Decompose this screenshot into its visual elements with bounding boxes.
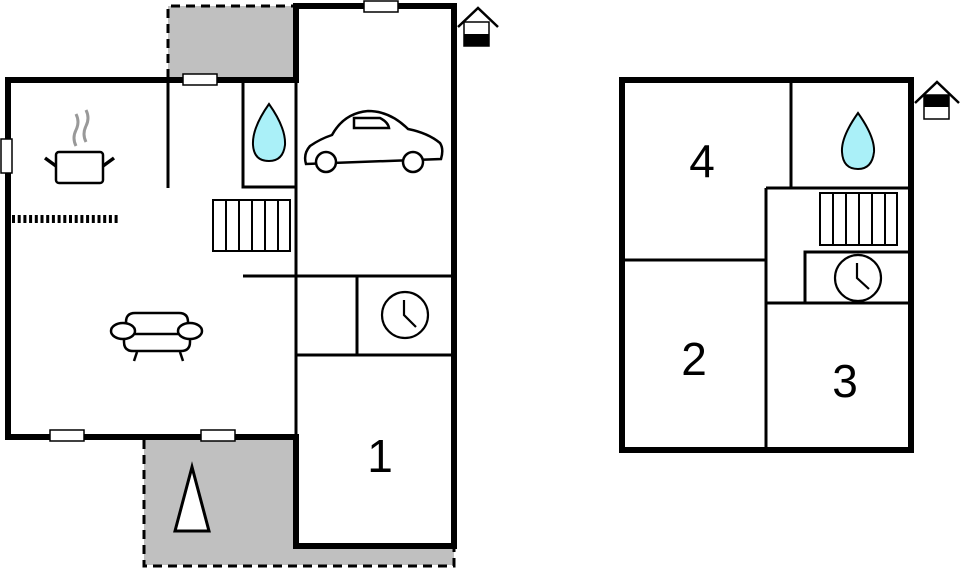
window xyxy=(49,429,85,442)
window xyxy=(363,0,399,13)
window xyxy=(0,138,13,174)
room-label-1: 1 xyxy=(367,430,393,482)
floor-indicator-upper-icon xyxy=(914,80,960,120)
room-label-4: 4 xyxy=(689,135,715,187)
window xyxy=(182,73,218,86)
water-drop-icon xyxy=(251,102,287,163)
clock-icon xyxy=(380,290,430,340)
window xyxy=(200,429,236,442)
ground-floor-plan: 1 xyxy=(0,0,499,568)
room-label-3: 3 xyxy=(832,355,858,407)
staircase-icon xyxy=(212,199,291,252)
room-label-2: 2 xyxy=(681,333,707,385)
clock-icon xyxy=(833,253,883,303)
upper-floor-plan: 4 2 3 xyxy=(619,77,960,453)
water-drop-icon xyxy=(840,111,876,171)
car-icon xyxy=(303,109,444,174)
floor-indicator-ground-icon xyxy=(457,6,499,47)
cooking-pot-icon xyxy=(43,109,116,185)
staircase-icon xyxy=(819,192,898,246)
terrace-top xyxy=(168,6,295,78)
sofa-icon xyxy=(109,311,204,362)
parasol-icon xyxy=(173,461,211,533)
